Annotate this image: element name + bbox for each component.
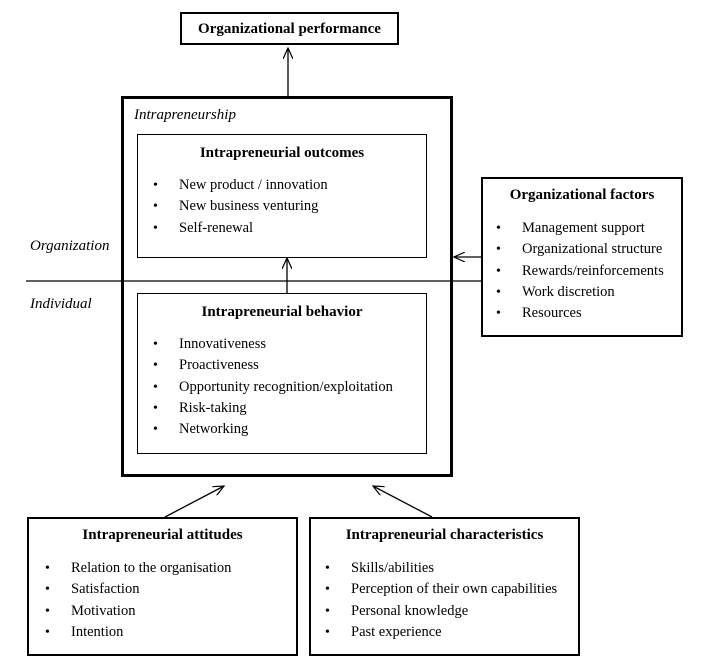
performance-box: Organizational performance — [180, 12, 399, 45]
attitudes-title: Intrapreneurial attitudes — [82, 527, 243, 543]
list-item: Proactiveness — [153, 355, 426, 377]
list-item: Resources — [496, 303, 681, 325]
list-item: Past experience — [325, 622, 578, 644]
characteristics-box: Intrapreneurial characteristics Skills/a… — [309, 517, 580, 656]
intrapreneurship-box — [121, 96, 453, 477]
list-item: Work discretion — [496, 282, 681, 304]
attitudes-list: Relation to the organisation Satisfactio… — [45, 558, 296, 643]
organization-level-label: Organization — [30, 238, 110, 254]
list-item: New product / innovation — [153, 175, 426, 197]
characteristics-list: Skills/abilities Perception of their own… — [325, 558, 578, 643]
list-item: Opportunity recognition/exploitation — [153, 377, 426, 399]
list-item: Management support — [496, 218, 681, 240]
list-item: Risk-taking — [153, 398, 426, 420]
characteristics-title: Intrapreneurial characteristics — [345, 527, 544, 543]
list-item: Personal knowledge — [325, 601, 578, 623]
list-item: Organizational structure — [496, 239, 681, 261]
behavior-list: Innovativeness Proactiveness Opportunity… — [153, 334, 426, 441]
org-factors-title: Organizational factors — [509, 187, 655, 203]
intrapreneurship-label: Intrapreneurship — [134, 107, 236, 123]
behavior-box: Intrapreneurial behavior Innovativeness … — [137, 293, 427, 454]
arrow-from-attitudes — [164, 486, 224, 518]
list-item: Intention — [45, 622, 296, 644]
list-item: Self-renewal — [153, 218, 426, 240]
list-item: Rewards/reinforcements — [496, 261, 681, 283]
list-item: Motivation — [45, 601, 296, 623]
arrow-from-characteristics — [373, 486, 433, 518]
list-item: Innovativeness — [153, 334, 426, 356]
list-item: Skills/abilities — [325, 558, 578, 580]
org-factors-list: Management support Organizational struct… — [496, 218, 681, 325]
org-factors-box: Organizational factors Management suppor… — [481, 177, 683, 337]
outcomes-box: Intrapreneurial outcomes New product / i… — [137, 134, 427, 258]
outcomes-title: Intrapreneurial outcomes — [199, 145, 365, 161]
outcomes-list: New product / innovation New business ve… — [153, 175, 426, 239]
list-item: Satisfaction — [45, 579, 296, 601]
individual-level-label: Individual — [30, 296, 92, 312]
performance-title: Organizational performance — [198, 21, 381, 37]
list-item: New business venturing — [153, 196, 426, 218]
list-item: Relation to the organisation — [45, 558, 296, 580]
list-item: Networking — [153, 419, 426, 441]
attitudes-box: Intrapreneurial attitudes Relation to th… — [27, 517, 298, 656]
behavior-title: Intrapreneurial behavior — [201, 304, 363, 320]
list-item: Perception of their own capabilities — [325, 579, 578, 601]
